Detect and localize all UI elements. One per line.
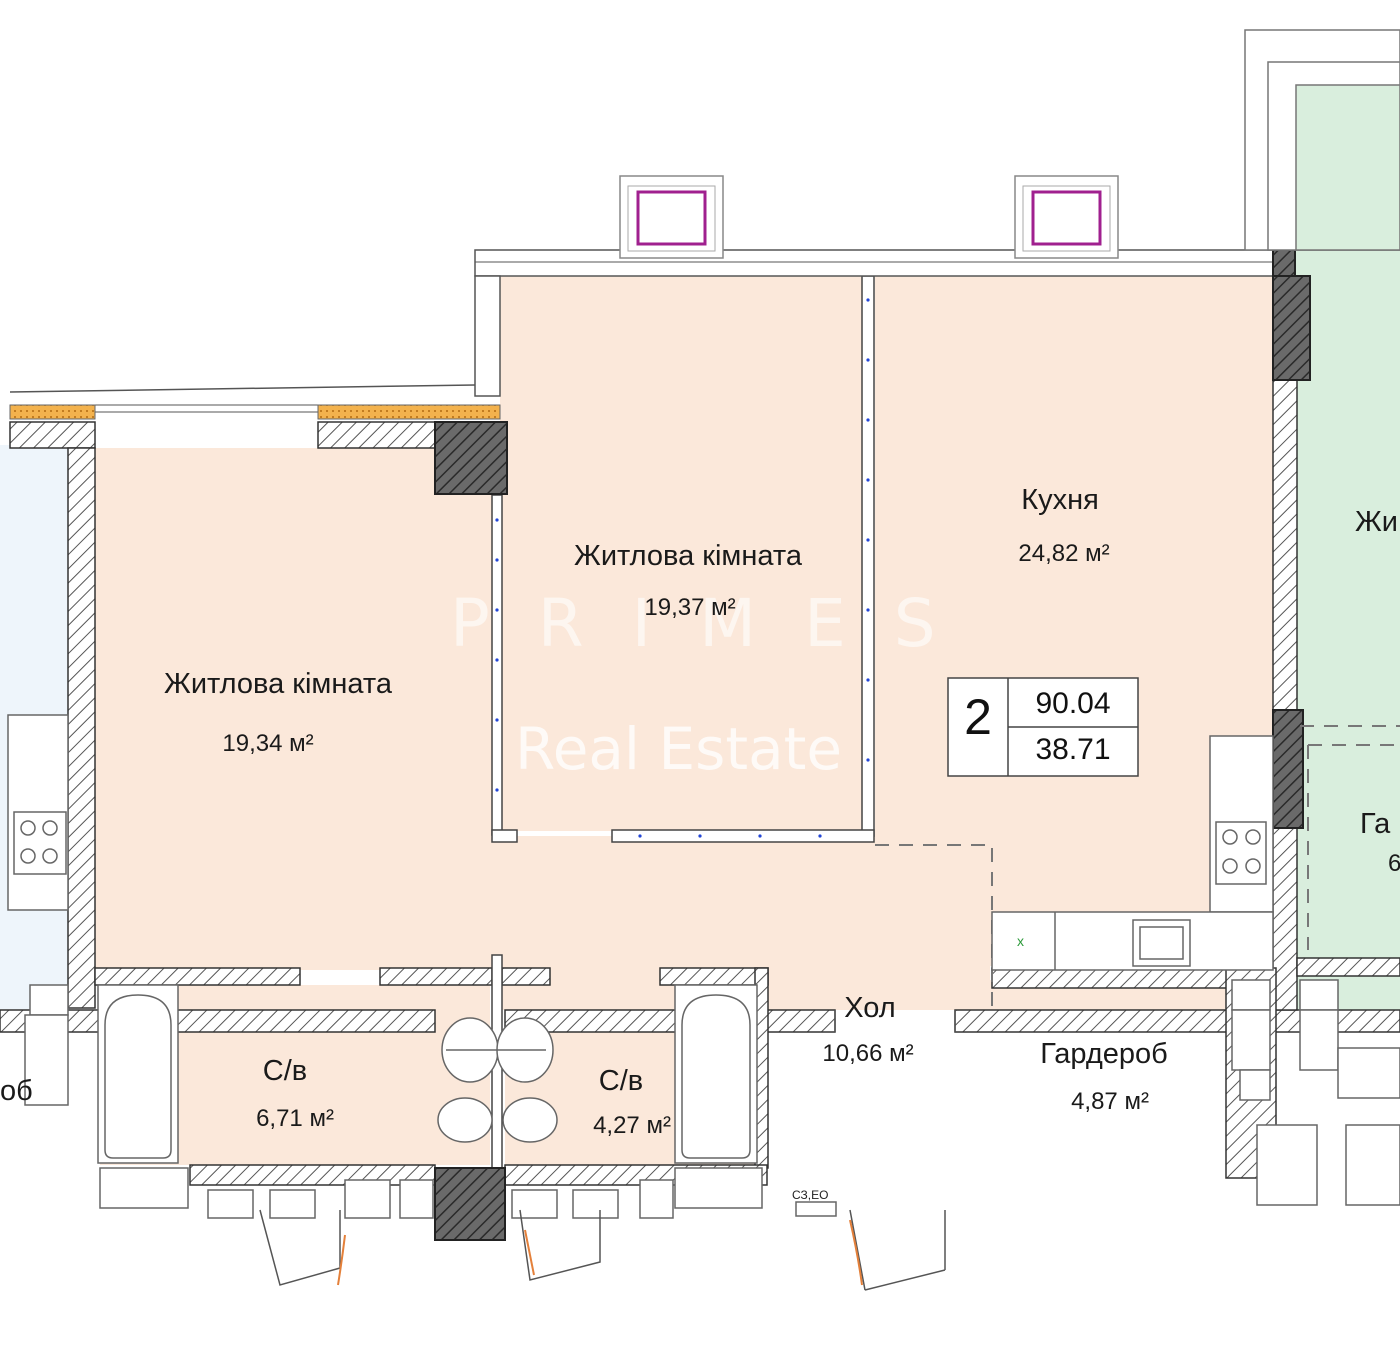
bathroom-1-name: С/в [262,1055,308,1087]
hall-name: Хол [844,992,896,1024]
kitchen-name: Кухня [1021,484,1099,516]
insulation-left [9,404,96,420]
living-room-2-name: Житлова кімната [574,540,802,572]
wardrobe-name: Гардероб [1040,1038,1168,1070]
riser-marker: СЗ,ЕО [792,1188,829,1202]
kitchen-furniture [991,735,1274,971]
bathroom-1-area: 6,71 м² [256,1105,334,1132]
partitions [491,275,875,1171]
ac-unit-right [1014,175,1119,259]
door-arcs [337,1219,863,1286]
bathroom-2-area: 4,27 м² [593,1112,671,1139]
apartment-room-count: 2 [964,689,992,745]
apartment-living-area: 38.71 [1035,733,1111,766]
neighbor-right-fixtures [1231,979,1400,1206]
bathroom-2-name: С/в [598,1065,644,1097]
wardrobe-fill [993,988,1226,1010]
bathroom-fixtures [97,984,837,1219]
neighbor-left-wardrobe-name: об [0,1075,33,1107]
living-room-2-area: 19,37 м² [644,594,736,621]
facade [9,249,1276,413]
cross-marker: x [1017,933,1024,949]
neighbor-right-wardrobe-area: 6 [1388,850,1400,877]
living-room-1-name: Житлова кімната [164,668,392,700]
neighbor-right-wardrobe-name: Га [1360,808,1391,840]
columns [434,249,1311,1241]
apartment-total-area: 90.04 [1035,687,1111,720]
entrance-doors [259,1010,956,1291]
insulation-mid [317,404,501,420]
wardrobe-area: 4,87 м² [1071,1088,1149,1115]
hall-area: 10,66 м² [822,1040,914,1067]
apartment-summary-box [947,677,1139,777]
partition-dots [495,298,870,838]
neighbor-right-living-name: Жи [1355,506,1398,538]
ac-unit-left [619,175,724,259]
balcony-right [1244,29,1400,251]
neighbor-left-furniture [7,714,69,1106]
living-room-1-area: 19,34 м² [222,730,314,757]
kitchen-area: 24,82 м² [1018,540,1110,567]
